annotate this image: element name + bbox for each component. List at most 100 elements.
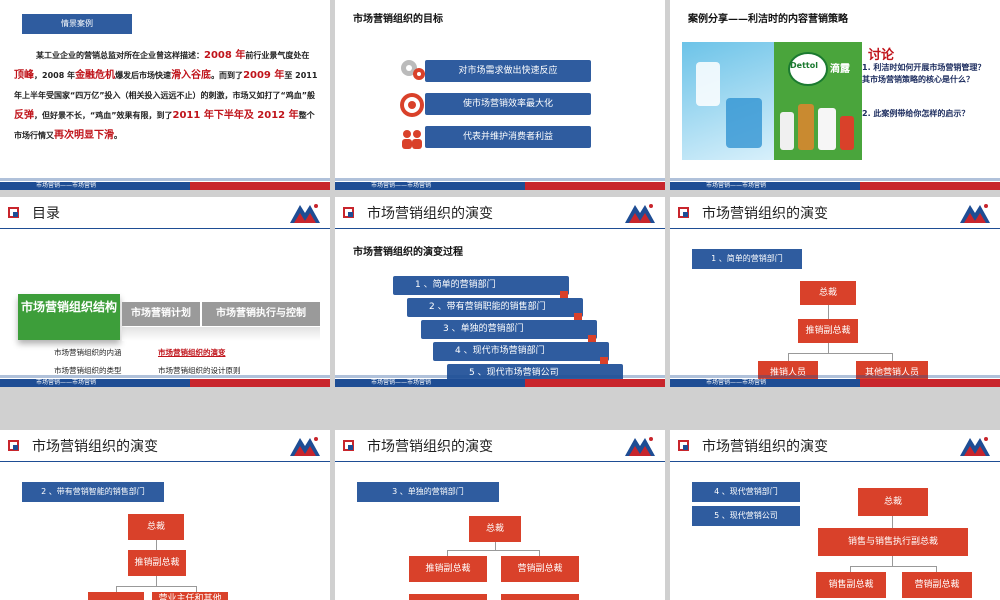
stage-tag-5: 5 、现代营销公司: [692, 506, 800, 526]
highlight-text: 2011 年下半年及 2012 年: [172, 110, 299, 121]
body-text: 前行业景气度处在: [245, 51, 310, 60]
target-icon: [400, 93, 424, 117]
stage-tag: 1 、简单的营销部门: [692, 249, 802, 269]
slide-header: 市场营销组织的演变: [670, 197, 1000, 229]
slide-header: 市场营销组织的演变: [335, 430, 665, 462]
bullet-square-icon: [343, 440, 354, 451]
org-node-marketing-vp: 营销副总裁: [501, 556, 579, 582]
highlight-text: 再次明显下滑: [54, 130, 114, 141]
org-node-marketing-vp: 营销副总裁: [902, 572, 972, 598]
gears-icon: [401, 60, 425, 80]
slide-thumbnail-9[interactable]: 市场营销组织的演变 4 、现代营销部门 5 、现代营销公司 总裁 销售与销售执行…: [670, 430, 1000, 600]
stage-tag-4: 4 、现代营销部门: [692, 482, 800, 502]
bullet-square-icon: [8, 440, 19, 451]
step-arrow-icon: [574, 313, 582, 321]
body-text: ，但好景不长，“鸡血”效果有限，到了: [34, 111, 173, 120]
people-icon: [402, 130, 422, 149]
toc-tab-plan[interactable]: 市场营销计划: [122, 302, 200, 326]
org-node-sales-vp: 推销副总裁: [798, 319, 858, 343]
org-node-business-director: 营业主任和其他: [152, 592, 228, 600]
stage-tag: 2 、带有营销智能的销售部门: [22, 482, 164, 502]
org-node-salespeople: [88, 592, 144, 600]
discussion-question-1: 1. 利洁时如何开展市场营销管理？其市场营销策略的核心是什么？: [862, 63, 986, 84]
product-image: Dettol 滴露: [682, 42, 862, 160]
body-text: 整个市场行情又: [14, 111, 315, 140]
toc-tab-reflection: [122, 327, 320, 341]
slide-title: 案例分享——利洁时的内容营销策略: [688, 14, 848, 25]
highlight-text: 2008 年: [204, 50, 246, 61]
slide-thumbnail-7[interactable]: 市场营销组织的演变 2 、带有营销智能的销售部门 总裁 推销副总裁 营业主任和其…: [0, 430, 330, 600]
evolution-step-3: 3 、单独的营销部门: [421, 320, 597, 339]
logo-icon: [290, 437, 320, 456]
goal-item-3: 代表并维护消费者利益: [425, 126, 591, 148]
discussion-question-2: 2. 此案例带给你怎样的启示？: [862, 109, 970, 118]
logo-icon: [960, 204, 990, 223]
logo-icon: [960, 437, 990, 456]
evolution-step-4: 4 、现代市场营销部门: [433, 342, 609, 361]
slide-thumbnail-5[interactable]: 市场营销组织的演变 市场营销组织的演变过程 1 、简单的营销部门 2 、带有营销…: [335, 197, 665, 387]
org-node-sales-vp: 推销副总裁: [409, 556, 487, 582]
org-node-sales-vp: 推销副总裁: [128, 550, 186, 576]
discussion-heading: 讨论: [868, 48, 895, 63]
org-node-president: 总裁: [800, 281, 856, 305]
body-text: 至 2011 年上半年受国家“四万亿”投入（相关投入远远不止）的刺激，市场又如打…: [14, 71, 318, 100]
section-heading: 市场营销组织的演变过程: [353, 247, 463, 258]
slide-header: 市场营销组织的演变: [335, 197, 665, 229]
slide-title: 市场营销组织的目标: [353, 14, 443, 25]
body-text: 。而到了: [211, 71, 244, 80]
step-arrow-icon: [588, 335, 596, 343]
slide-header: 市场营销组织的演变: [670, 430, 1000, 462]
body-text: 。: [114, 131, 122, 140]
logo-icon: [625, 204, 655, 223]
toc-link[interactable]: 市场营销组织的演变: [158, 348, 226, 357]
slide-footer: 市场营销——市场营销: [335, 375, 665, 387]
org-node-sales-vp: 销售副总裁: [816, 572, 886, 598]
org-node-president: 总裁: [128, 514, 184, 540]
org-node-sales-exec-vp: 销售与销售执行副总裁: [818, 528, 968, 556]
evolution-step-5: 5 、现代市场营销公司: [447, 364, 623, 383]
highlight-text: 顶峰: [14, 70, 34, 81]
evolution-step-2: 2 、带有营销职能的销售部门: [407, 298, 583, 317]
highlight-text: 2009 年: [243, 70, 285, 81]
bullet-square-icon: [678, 440, 689, 451]
slide-thumbnail-6[interactable]: 市场营销组织的演变 1 、简单的营销部门 总裁 推销副总裁 推销人员 其他营销人…: [670, 197, 1000, 387]
org-node-placeholder: [409, 594, 487, 600]
slide-thumbnail-1[interactable]: 情景案例 某工业企业的营销总监对所在企业曾这样描述：2008 年前行业景气度处在…: [0, 0, 330, 190]
slide-footer: 市场营销——市场营销: [670, 375, 1000, 387]
toc-link[interactable]: 市场营销组织的设计原则: [158, 366, 241, 375]
evolution-step-1: 1 、简单的营销部门: [393, 276, 569, 295]
logo-icon: [290, 204, 320, 223]
bullet-square-icon: [343, 207, 354, 218]
slide-footer: 市场营销——市场营销: [335, 178, 665, 190]
org-node-president: 总裁: [858, 488, 928, 516]
toc-link[interactable]: 市场营销组织的内涵: [54, 348, 122, 357]
toc-link[interactable]: 市场营销组织的类型: [54, 366, 122, 375]
stage-tag: 3 、单独的营销部门: [357, 482, 499, 502]
slide-footer: 市场营销——市场营销: [0, 178, 330, 190]
scenario-text: 某工业企业的营销总监对所在企业曾这样描述：2008 年前行业景气度处在顶峰，20…: [14, 46, 319, 146]
bullet-square-icon: [8, 207, 19, 218]
logo-icon: [625, 437, 655, 456]
slide-thumbnail-8[interactable]: 市场营销组织的演变 3 、单独的营销部门 总裁 推销副总裁 营销副总裁: [335, 430, 665, 600]
slide-thumbnail-2[interactable]: 市场营销组织的目标 对市场需求做出快速反应 使市场营销效率最大化 代表并维护消费…: [335, 0, 665, 190]
bullet-square-icon: [678, 207, 689, 218]
highlight-text: 金融危机: [75, 70, 116, 81]
step-arrow-icon: [600, 357, 608, 365]
goal-item-1: 对市场需求做出快速反应: [425, 60, 591, 82]
body-text: ，2008 年: [34, 71, 76, 80]
scenario-tag: 情景案例: [22, 14, 132, 34]
slide-thumbnail-3[interactable]: 案例分享——利洁时的内容营销策略 Dettol 滴露 讨论 1. 利洁时如何开展…: [670, 0, 1000, 190]
slide-header: 市场营销组织的演变: [0, 430, 330, 462]
slide-footer: 市场营销——市场营销: [0, 375, 330, 387]
slide-header: 目录: [0, 197, 330, 229]
goal-item-2: 使市场营销效率最大化: [425, 93, 591, 115]
body-text: 某工业企业的营销总监对所在企业曾这样描述：: [36, 51, 204, 60]
org-node-president: 总裁: [469, 516, 521, 542]
slide-footer: 市场营销——市场营销: [670, 178, 1000, 190]
toc-tab-control[interactable]: 市场营销执行与控制: [202, 302, 320, 326]
slide-thumbnail-4[interactable]: 目录 市场营销组织结构 市场营销计划 市场营销执行与控制 市场营销组织的内涵市场…: [0, 197, 330, 387]
org-node-placeholder: [501, 594, 579, 600]
toc-tab-active[interactable]: 市场营销组织结构: [18, 294, 120, 340]
body-text: 爆发后市场快速: [115, 71, 172, 80]
highlight-text: 滑入谷底: [171, 70, 212, 81]
